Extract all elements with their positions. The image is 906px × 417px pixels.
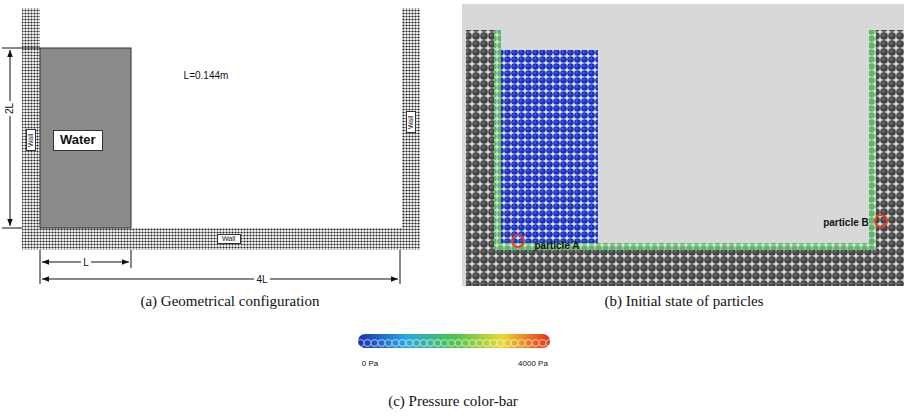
subfigure-caption: (b) Initial state of particles [604, 293, 763, 310]
particle-label: particle A [534, 240, 579, 251]
wall-label: Wall [407, 115, 415, 129]
wall-label-box: Wall [217, 234, 241, 244]
dimension-note: L=0.144m [182, 70, 231, 81]
particle-label: particle B [823, 217, 869, 228]
scale-max-label: 4000 Pa [518, 360, 548, 369]
dimension-label: 2L [5, 100, 16, 115]
scale-min-label: 0 Pa [362, 360, 378, 369]
particle-photo [462, 4, 904, 286]
pressure-color-bar [358, 334, 550, 348]
subfigure-caption: (c) Pressure color-bar [388, 393, 518, 410]
wall-label: Wall [222, 235, 236, 243]
wall-label-box: Wall [26, 129, 36, 151]
dimension-label: 4L [254, 274, 269, 285]
wall-label-box: Wall [406, 111, 416, 133]
wall-label: Wall [27, 133, 35, 147]
water-label-box: Water [53, 130, 103, 151]
region-label: Water [60, 133, 96, 147]
subfigure-caption: (a) Geometrical configuration [140, 293, 319, 310]
tank-drawing [2, 8, 420, 284]
dimension-label: L [81, 257, 91, 268]
